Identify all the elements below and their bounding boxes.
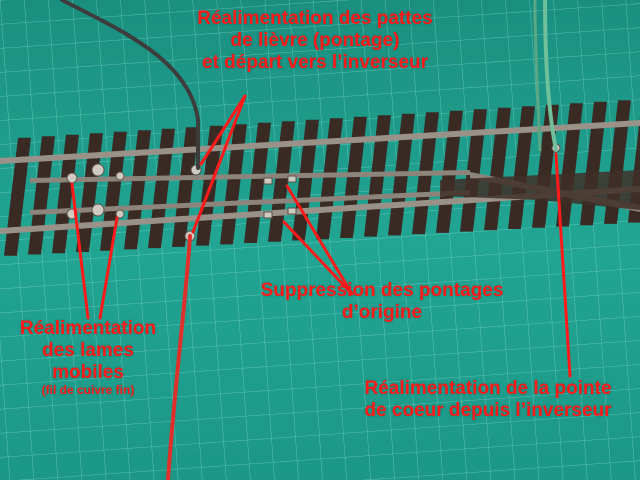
annotation-left-line3: mobiles — [52, 361, 124, 383]
sleeper-3 — [76, 133, 103, 252]
rail-upper — [0, 120, 640, 164]
arrow-left-2 — [98, 216, 119, 320]
sleeper-2 — [52, 134, 79, 254]
red-wire — [166, 234, 192, 480]
arrow-left-1 — [70, 182, 90, 320]
annotation-middle: Suppression des pontages d’origine — [232, 280, 532, 324]
annotation-left-line1: Réalimentation — [19, 318, 157, 339]
wires — [60, 0, 558, 480]
annotation-top-line3: et départ vers l’inverseur — [202, 51, 428, 73]
grey-wire — [60, 0, 200, 170]
frog-body — [440, 170, 640, 210]
annotation-right-line1: Réalimentation de la pointe — [364, 378, 612, 399]
arrow-mid-2 — [282, 220, 354, 296]
annotation-left-line2: des lames — [42, 339, 134, 361]
green-wire — [543, 0, 558, 152]
annotation-top: Réalimentation des pattes de lièvre (pon… — [170, 8, 460, 74]
arrow-mid-1 — [285, 184, 354, 296]
arrow-top-2 — [191, 94, 247, 234]
annotation-middle-line1: Suppression des pontages — [260, 280, 504, 301]
annotation-arrows — [70, 94, 572, 378]
green-wire-2 — [533, 0, 542, 152]
arrow-top-1 — [199, 94, 247, 166]
annotation-right: Réalimentation de la pointe de coeur dep… — [338, 378, 638, 422]
annotation-middle-line2: d’origine — [341, 301, 423, 323]
annotation-right-line2: de coeur depuis l’inverseur — [364, 399, 612, 421]
annotation-left: Réalimentation des lames mobiles (fil de… — [0, 318, 176, 397]
sleeper-0 — [4, 137, 31, 256]
annotation-top-line2: de lièvre (pontage) — [230, 29, 400, 51]
track-rails — [0, 120, 640, 234]
sleeper-1 — [28, 136, 55, 255]
rail-lower — [0, 186, 640, 234]
annotation-left-line4: (fil de cuivre fin) — [41, 382, 135, 397]
rail-inner-2 — [30, 190, 470, 215]
sleeper-4 — [100, 131, 127, 251]
rail-inner-1 — [30, 170, 470, 183]
arrow-right — [554, 152, 572, 378]
annotation-top-line1: Réalimentation des pattes — [197, 8, 433, 29]
